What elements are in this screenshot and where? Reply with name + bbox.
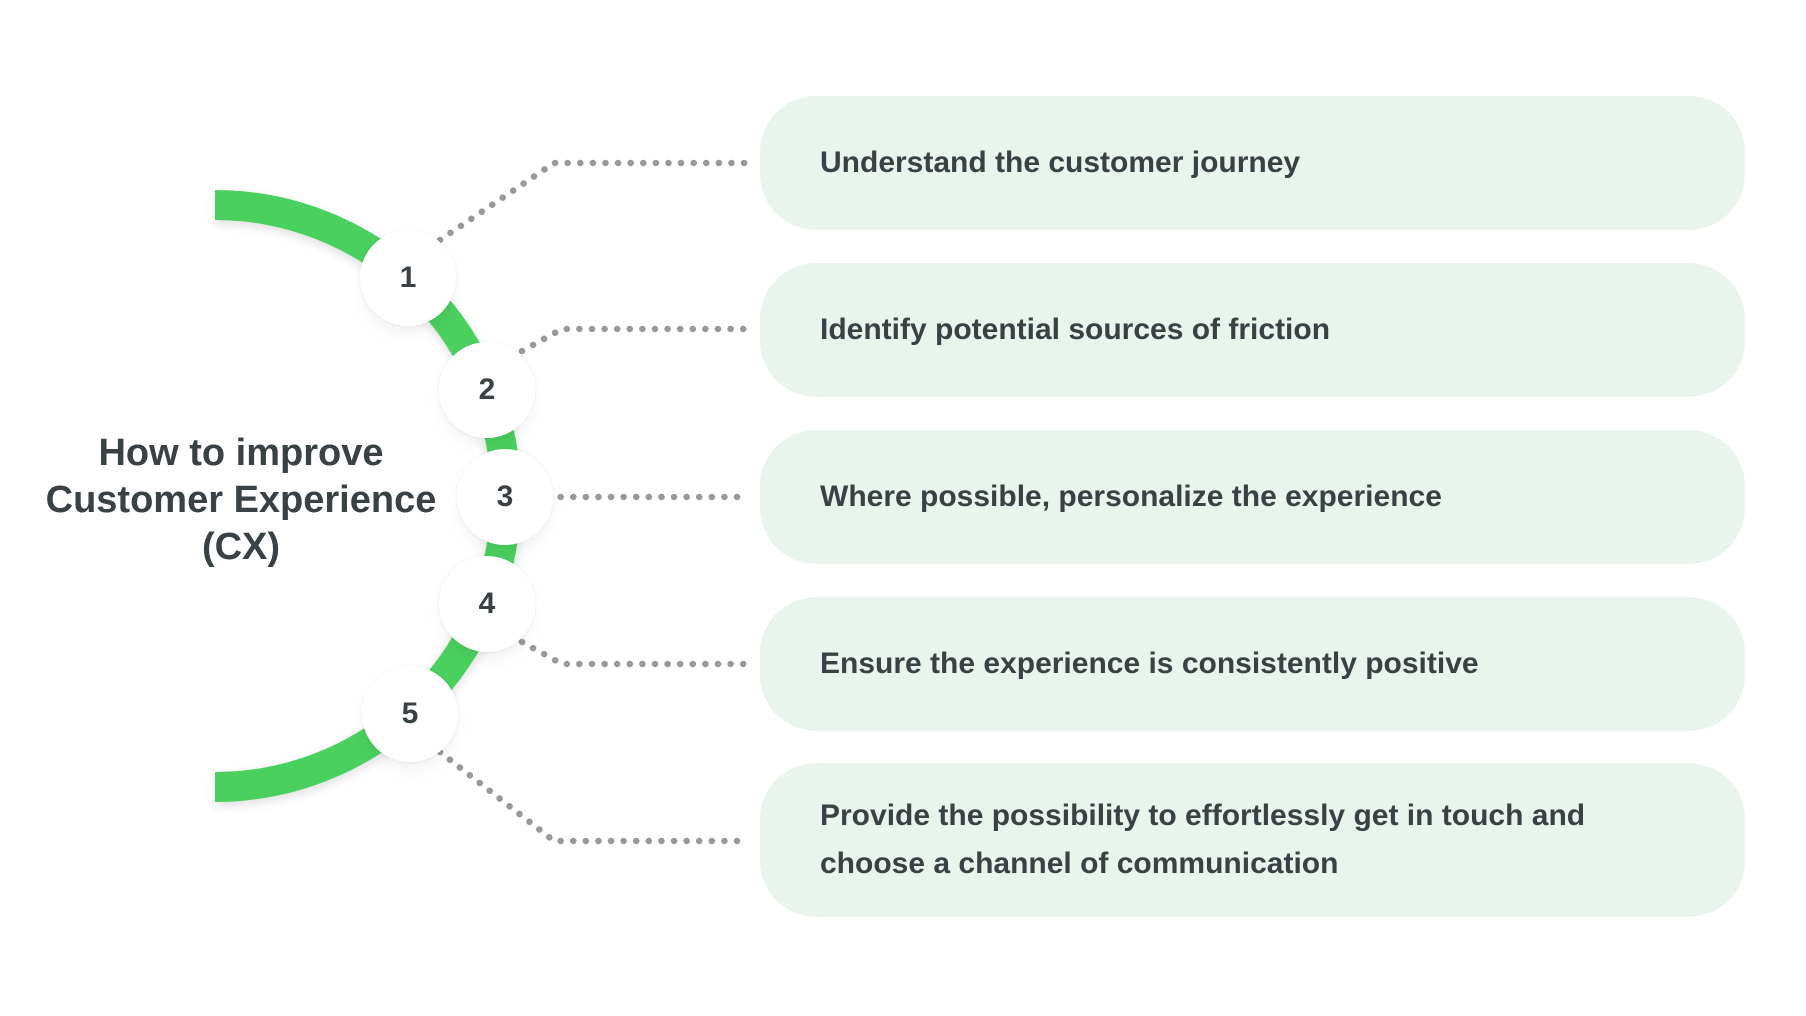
connector-line-5 [436, 748, 750, 845]
step-number-1: 1 [399, 261, 417, 294]
step-circle-2: 2 [447, 350, 527, 430]
step-circle-5: 5 [370, 674, 450, 754]
step-label-1: Understand the customer journey [820, 146, 1301, 179]
step-circle-1: 1 [368, 238, 448, 318]
step-number-4: 4 [478, 587, 496, 620]
step-circle-3: 3 [465, 457, 545, 537]
step-label-4: Ensure the experience is consistently po… [820, 647, 1479, 680]
step-card-4: Ensure the experience is consistently po… [760, 597, 1745, 731]
connector-line-4 [518, 638, 750, 668]
step-card-3: Where possible, personalize the experien… [760, 430, 1745, 564]
step-card-5: Provide the possibility to effortlessly … [760, 763, 1745, 917]
step-label-2: Identify potential sources of friction [820, 313, 1331, 346]
diagram-title: How to improve Customer Experience (CX) [45, 432, 437, 568]
step-circle-4: 4 [447, 564, 527, 644]
step-card-1: Understand the customer journey [760, 96, 1745, 230]
step-number-5: 5 [401, 697, 419, 730]
step-card-2: Identify potential sources of friction [760, 263, 1745, 397]
connector-line-1 [436, 159, 750, 244]
step-number-2: 2 [478, 373, 496, 406]
connector-line-2 [518, 325, 750, 355]
step-label-3: Where possible, personalize the experien… [820, 480, 1442, 513]
step-label-5: Provide the possibility to effortlessly … [820, 799, 1586, 880]
step-number-3: 3 [496, 480, 514, 513]
